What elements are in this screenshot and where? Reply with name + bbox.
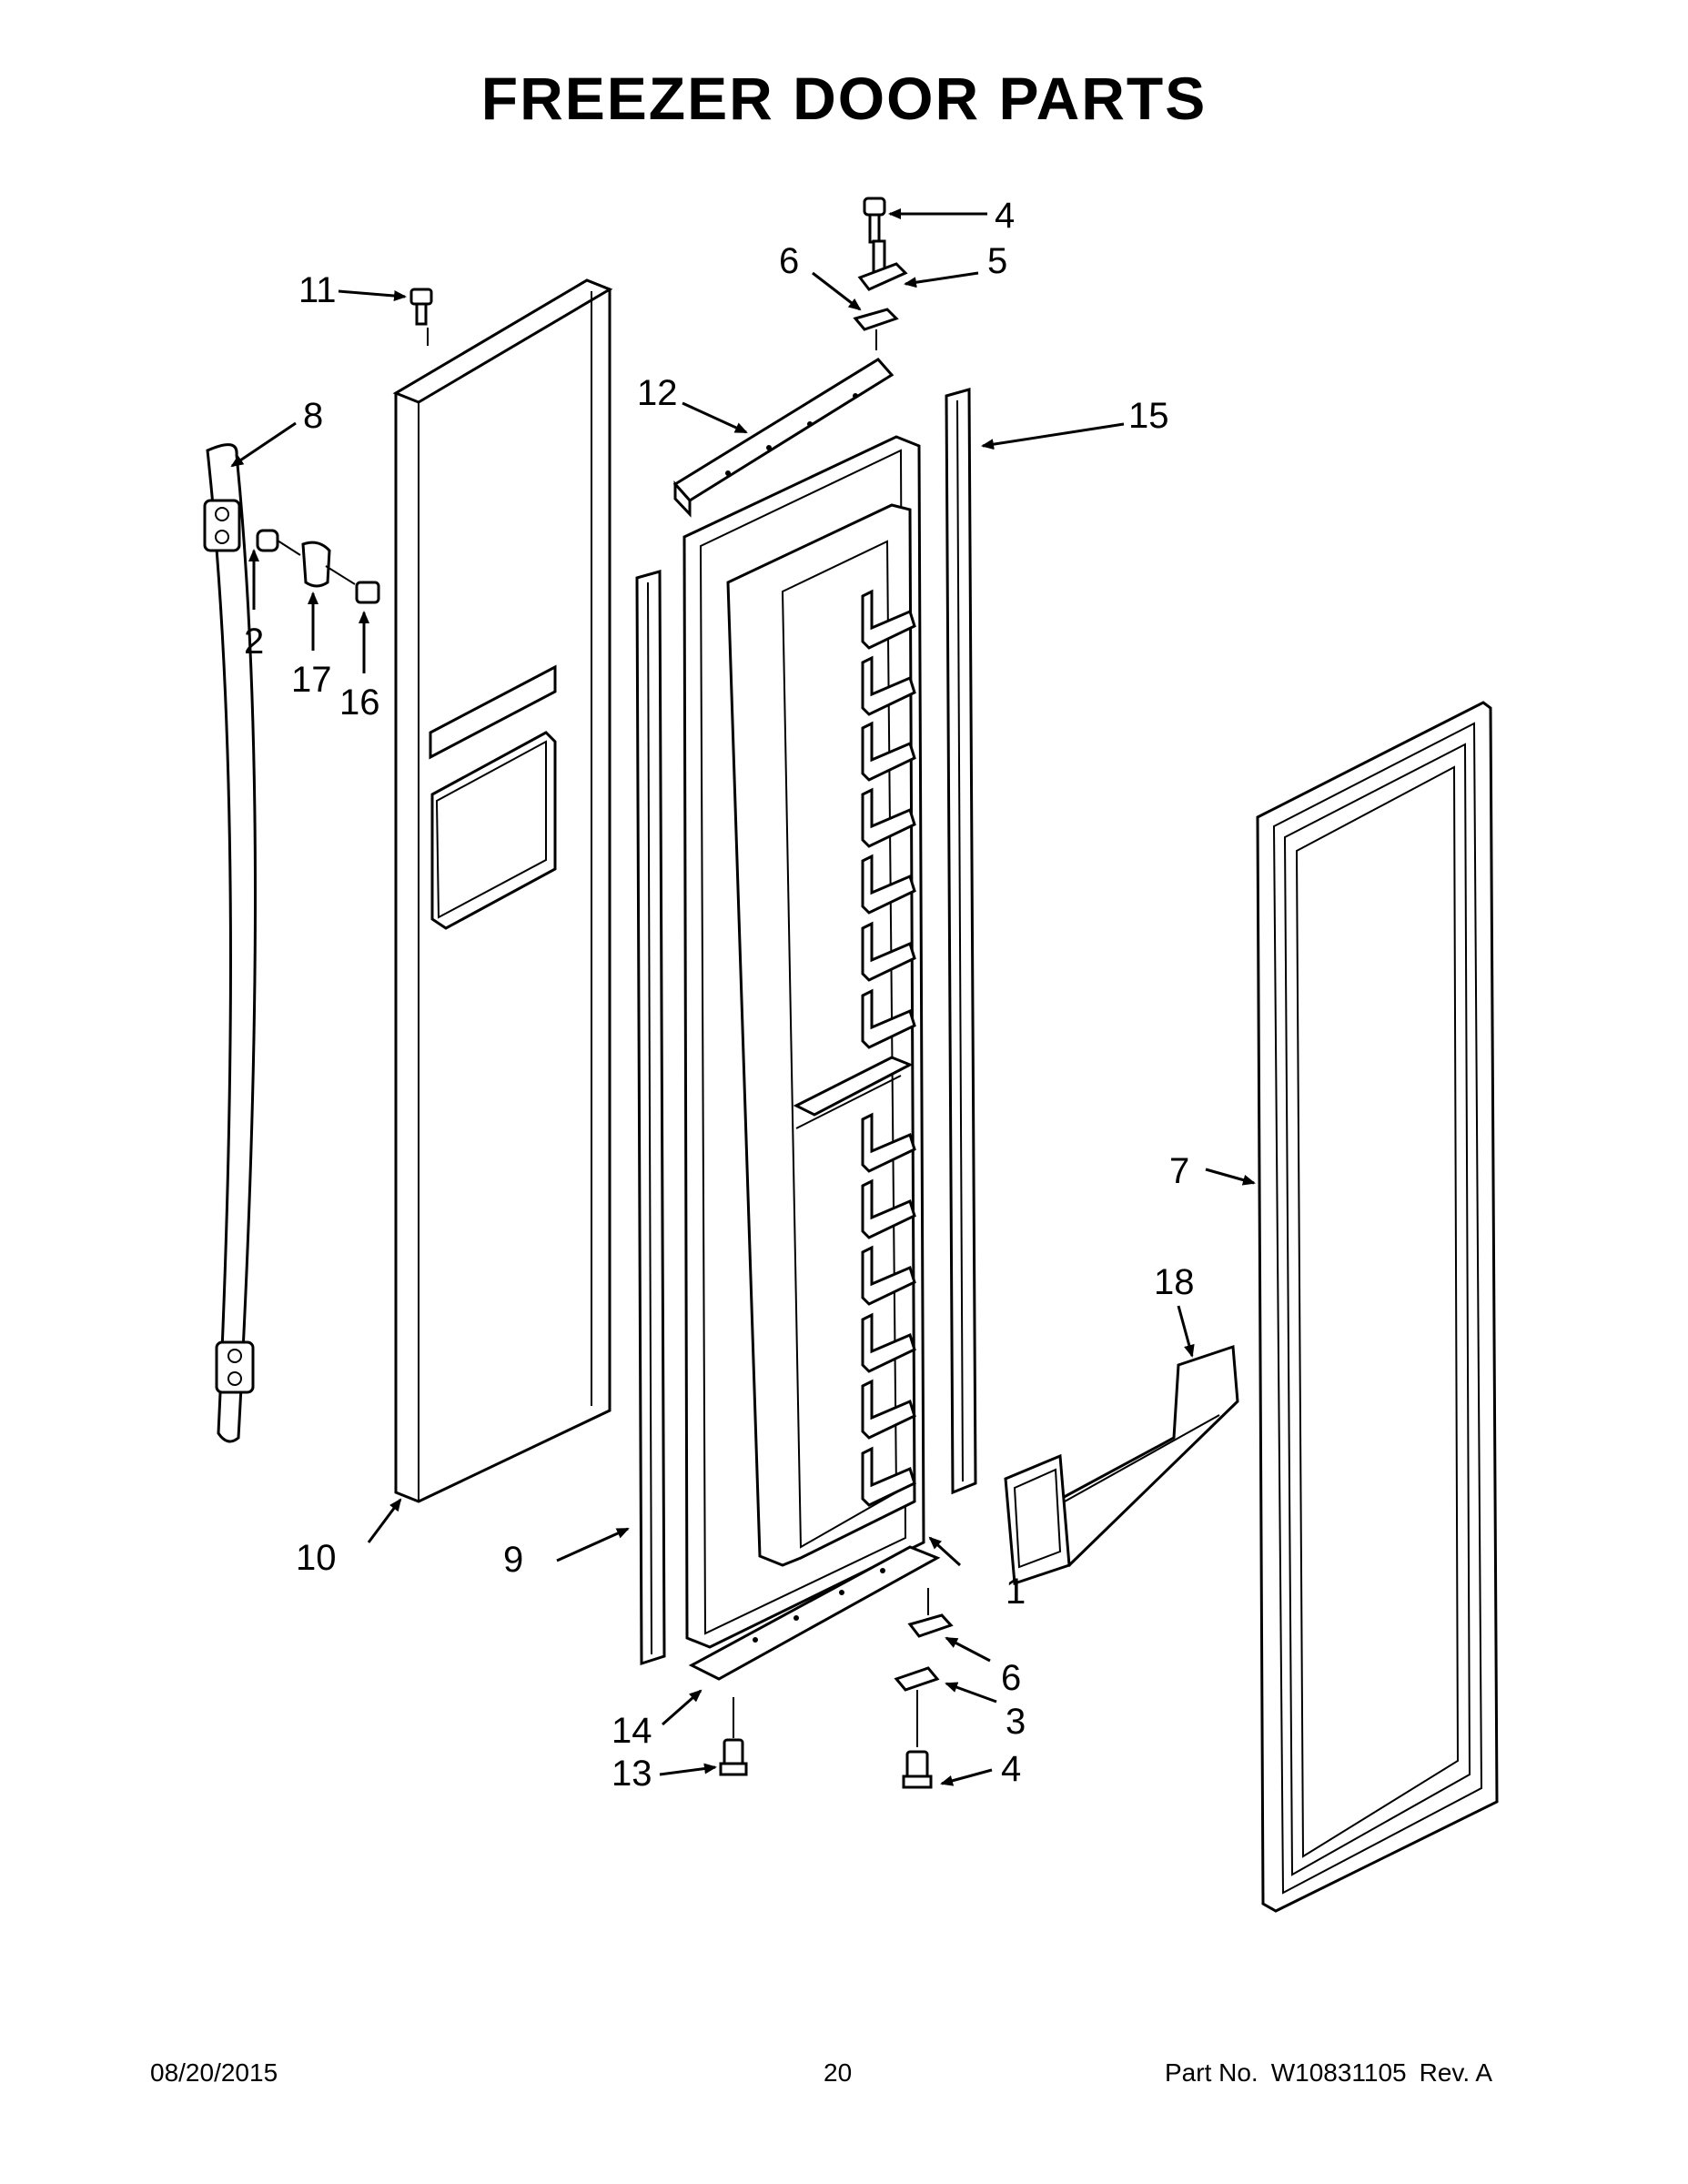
screw-part-11 (409, 288, 433, 326)
callout-10: 10 (296, 1538, 337, 1578)
callout-15: 15 (1128, 396, 1169, 436)
callout-5: 5 (987, 241, 1007, 281)
top-hinge-hardware (853, 197, 908, 350)
door-gasket-part-7 (1256, 701, 1499, 1913)
screw-part-13 (719, 1697, 748, 1776)
footer-page-number: 20 (824, 2058, 853, 2087)
callout-16: 16 (339, 682, 380, 723)
revision-label: Rev. A (1419, 2058, 1493, 2087)
handle-part-8 (203, 443, 258, 1443)
callout-6-top: 6 (779, 241, 799, 281)
callout-14: 14 (612, 1711, 652, 1751)
callout-1: 1 (1006, 1572, 1026, 1612)
bottom-cap-part-14 (688, 1545, 941, 1681)
callout-9: 9 (503, 1540, 523, 1580)
callout-6-bottom: 6 (1001, 1658, 1021, 1698)
callout-18: 18 (1154, 1262, 1195, 1302)
footer-part-info: Part No. W10831105 Rev. A (1165, 2058, 1505, 2088)
callout-4-bottom: 4 (1001, 1749, 1021, 1789)
door-bin-part-18 (1004, 1344, 1239, 1586)
callout-12: 12 (637, 373, 678, 413)
part-number-label: Part No. (1165, 2058, 1258, 2087)
handle-mount-hardware (256, 529, 380, 604)
callout-17: 17 (291, 660, 332, 700)
callout-11: 11 (298, 270, 337, 310)
callout-7: 7 (1169, 1151, 1189, 1191)
side-trim-part-9 (635, 570, 666, 1666)
callout-8: 8 (303, 396, 323, 436)
page-title: FREEZER DOOR PARTS (480, 65, 1208, 132)
door-liner-part-1 (682, 435, 925, 1649)
callout-2: 2 (244, 622, 264, 662)
part-number-value: W10831105 (1270, 2058, 1407, 2087)
callout-3: 3 (1006, 1702, 1026, 1742)
top-cap-part-12 (672, 358, 895, 518)
callout-4-top: 4 (995, 196, 1015, 236)
footer-date: 08/20/2015 (150, 2058, 278, 2087)
side-trim-part-15 (945, 388, 977, 1495)
liner-shelf-hooks (861, 589, 916, 1507)
callout-13: 13 (612, 1754, 652, 1794)
callout-arrows (230, 208, 1256, 1786)
outer-door-panel-part-10 (392, 278, 613, 1503)
bottom-hinge-hardware (894, 1588, 954, 1789)
